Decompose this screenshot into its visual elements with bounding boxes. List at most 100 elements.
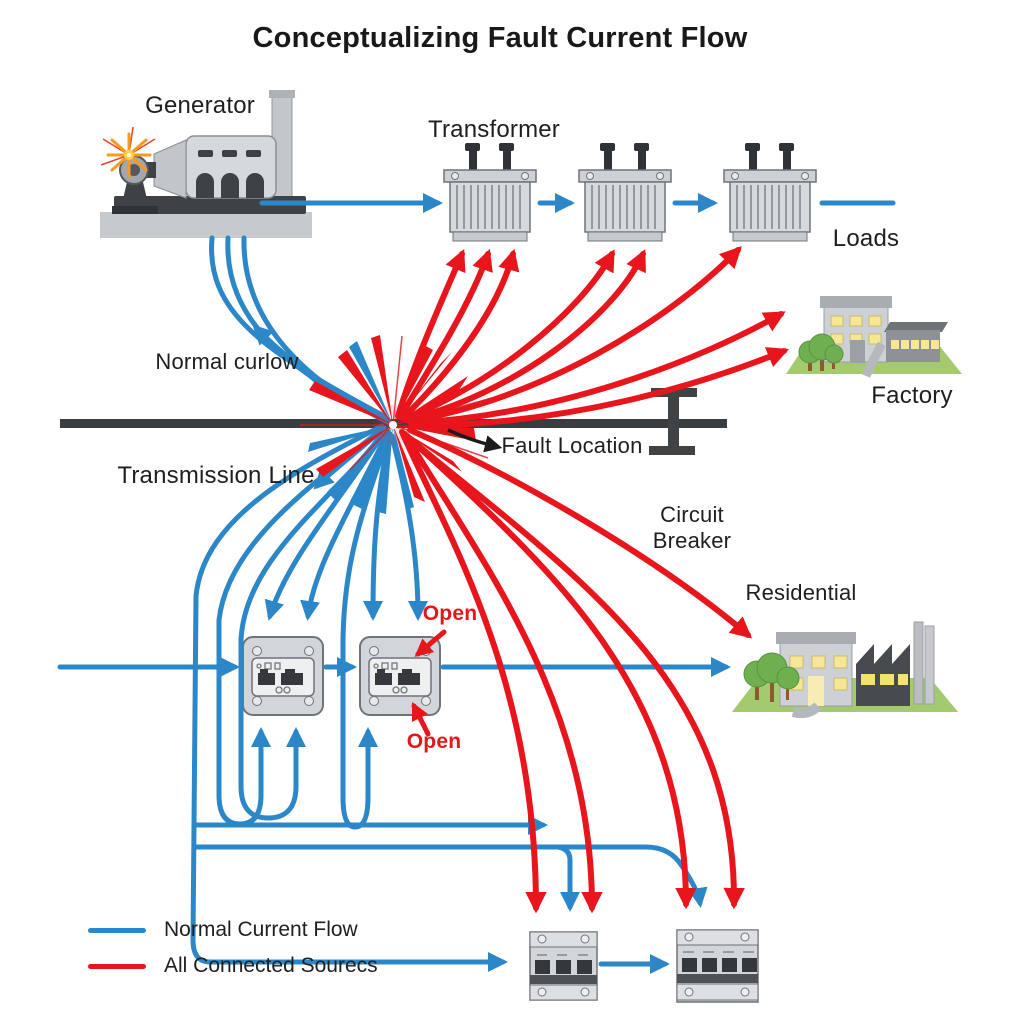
fault-flow-line [399, 429, 547, 914]
tree-trunk [755, 684, 759, 700]
open-arrow-bottom [411, 701, 431, 737]
transformer-2-graphic [578, 143, 672, 242]
pole-toggle [577, 960, 592, 974]
tree-trunk [786, 686, 789, 700]
switch-nub [402, 669, 412, 674]
switch [258, 673, 275, 685]
chimney [924, 625, 935, 705]
transformer-bottom-plate [587, 231, 663, 242]
fault-flow-paths [395, 246, 790, 914]
bushing-stem [503, 150, 511, 171]
pole-toggle [535, 960, 550, 974]
breaker-top-strip [529, 931, 598, 948]
bushing-stem [604, 150, 612, 171]
factory-graphic [786, 296, 962, 378]
generator-arch [246, 173, 264, 198]
generator-vent [246, 150, 261, 157]
circuit-breaker-4-graphic [676, 929, 759, 1003]
bushing-stem [783, 150, 791, 171]
normal-flow-line [238, 427, 388, 821]
bushing-cap [465, 143, 480, 151]
generator-spark [100, 126, 156, 178]
screw [252, 696, 262, 706]
generator-vent [222, 150, 237, 157]
residential-path [791, 702, 822, 719]
screw [586, 172, 594, 180]
factory-side-roof [884, 322, 948, 332]
label-residential: Residential [745, 580, 857, 605]
screw [451, 172, 459, 180]
transformer-bottom-plate [452, 231, 528, 242]
screw [740, 932, 750, 942]
breaker-band [677, 974, 758, 983]
label-generator: Generator [145, 92, 255, 119]
screw [740, 987, 750, 997]
fault-flow-line [400, 248, 520, 421]
normal-flow-line [264, 427, 389, 621]
screw [580, 987, 590, 997]
switch-nub [260, 669, 268, 674]
generator-chimney-cap [269, 90, 295, 98]
bushing-cap [779, 143, 794, 151]
fault-flow-line [407, 427, 753, 639]
tree-trunk [808, 358, 812, 371]
fault-location-arrow [447, 428, 503, 453]
screw [421, 696, 431, 706]
label-transformer: Transformer [428, 116, 560, 143]
transformer-1-graphic [443, 143, 537, 242]
normal-flow-line [209, 235, 387, 419]
bushing-stem [469, 150, 477, 171]
transformer-body [584, 181, 666, 233]
legend-row-sources: All Connected Sourecs [88, 954, 378, 978]
open-arrow-top [414, 629, 447, 657]
transformer-3-graphic [723, 143, 817, 242]
normal-flow-line [363, 431, 393, 621]
factory-driveway [861, 341, 886, 378]
breaker-glyphs [373, 662, 408, 694]
generator-arch [196, 173, 214, 198]
pole-toggle [556, 960, 571, 974]
screw [801, 172, 809, 180]
fault-flow-line [404, 433, 697, 910]
generator-cone [153, 139, 187, 199]
circuit-breaker-3-graphic [529, 931, 598, 1001]
breaker-glyphs [256, 662, 291, 694]
label-transmission-line: Transmission Line [117, 462, 315, 489]
legend-row-normal: Normal Current Flow [88, 918, 378, 942]
screw [521, 172, 529, 180]
transformer-bottom-plate [732, 231, 808, 242]
label-open-bottom: Open [406, 730, 462, 753]
switch [398, 673, 420, 685]
label-normal-curlow: Normal curlow [155, 349, 299, 374]
normal-flow-line [252, 324, 323, 387]
residential-door [808, 676, 824, 706]
label-fault-location: Fault Location [501, 433, 643, 458]
circuit-breaker-1-graphic [242, 636, 324, 716]
generator-platform [100, 212, 312, 238]
fault-flow-line [402, 431, 603, 914]
bushing-cap [634, 143, 649, 151]
breaker-bottom-strip [529, 984, 598, 1001]
normal-flow-line [389, 433, 428, 621]
burst-red-rays [309, 335, 476, 502]
tree-trunk [770, 682, 774, 702]
normal-flow-line [193, 844, 708, 908]
generator-foot [112, 206, 158, 214]
bushing-cap [600, 143, 615, 151]
normal-flow-line [340, 433, 392, 830]
transformer-fins [591, 185, 656, 229]
fault-flow-line [409, 347, 790, 429]
tree [776, 666, 800, 690]
screw [304, 646, 314, 656]
residential-roof [776, 632, 856, 644]
breaker-bottom-strip [676, 983, 759, 1001]
generator-graphic [100, 90, 312, 238]
generator-arch [221, 173, 239, 198]
pole-toggle [702, 958, 717, 972]
transformer-fins [736, 185, 801, 229]
tree-trunk [832, 358, 835, 369]
label-circuit-breaker: Circuit Breaker [652, 502, 732, 553]
screw [252, 646, 262, 656]
generator-hub-center [128, 164, 140, 176]
